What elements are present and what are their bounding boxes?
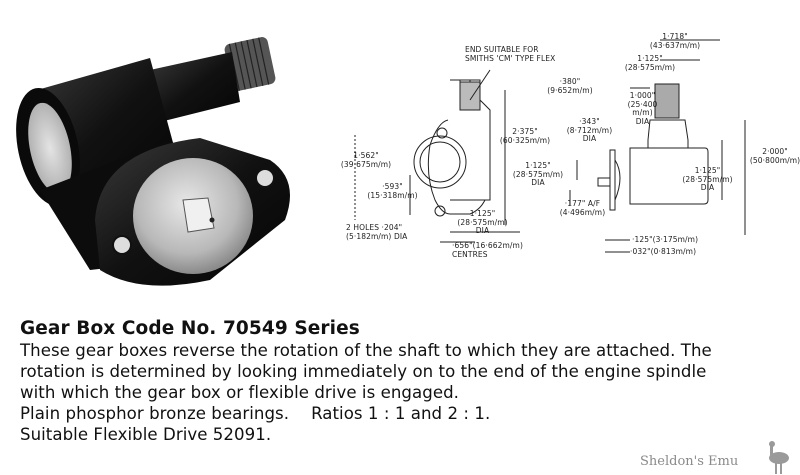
watermark-text: Sheldon's Emu xyxy=(640,454,739,469)
callout-end-suitable: END SUITABLE FOR SMITHS 'CM' TYPE FLEX xyxy=(465,45,556,63)
dim-177-af: ·177" A/F (4·496m/m) xyxy=(559,199,606,217)
dim-centres: ·656"(16·662m/m) CENTRES xyxy=(452,241,523,259)
dim-2000: 2·000" (50·800m/m) xyxy=(749,147,800,165)
product-title: Gear Box Code No. 70549 Series xyxy=(20,318,360,339)
bearings-ratios-line: Plain phosphor bronze bearings. Ratios 1 … xyxy=(20,403,800,424)
drawing-lines xyxy=(354,39,746,253)
dim-1125-bottom: 1·125" (28·575m/m) DIA xyxy=(457,209,508,235)
emu-icon xyxy=(769,441,789,474)
dim-holes: 2 HOLES ·204" (5·182m/m) DIA xyxy=(346,223,408,241)
ratios-text: Ratios 1 : 1 and 2 : 1. xyxy=(311,404,491,423)
description-paragraph: These gear boxes reverse the rotation of… xyxy=(20,340,800,445)
dim-593: ·593" (15·318m/m) xyxy=(367,182,418,200)
dim-1125-mid: 1·125" (28·575m/m) DIA xyxy=(512,161,564,187)
bearings-text: Plain phosphor bronze bearings. xyxy=(20,404,290,423)
dim-1125-right: 1·125" (28·575m/m) DIA xyxy=(682,166,733,192)
dim-380: ·380" (9·652m/m) xyxy=(547,77,593,95)
dim-1125-top: 1·125" (28·575m/m) xyxy=(624,54,676,72)
watermark: Sheldon's Emu xyxy=(640,440,800,475)
dim-1000: 1·000" (25·400 m/m) DIA xyxy=(627,91,658,126)
flexible-drive-text: Suitable Flexible Drive 52091. xyxy=(20,425,272,444)
dim-1562: 1·562" (39·675m/m) xyxy=(340,151,392,169)
gear-box-photo xyxy=(0,30,300,290)
dim-125: ·125"(3·175m/m) xyxy=(632,235,699,244)
dim-overall-width: 1·718" (43·637m/m) xyxy=(649,32,701,50)
dim-2375: 2·375" (60·325m/m) xyxy=(499,127,551,145)
technical-drawing: END SUITABLE FOR SMITHS 'CM' TYPE FLEX 1… xyxy=(330,0,800,300)
dim-343: ·343" (8·712m/m) DIA xyxy=(566,117,613,143)
product-description: Gear Box Code No. 70549 Series These gea… xyxy=(20,318,800,445)
dim-032: ·032"(0·813m/m) xyxy=(630,247,697,256)
gear-box-illustration xyxy=(16,37,290,286)
